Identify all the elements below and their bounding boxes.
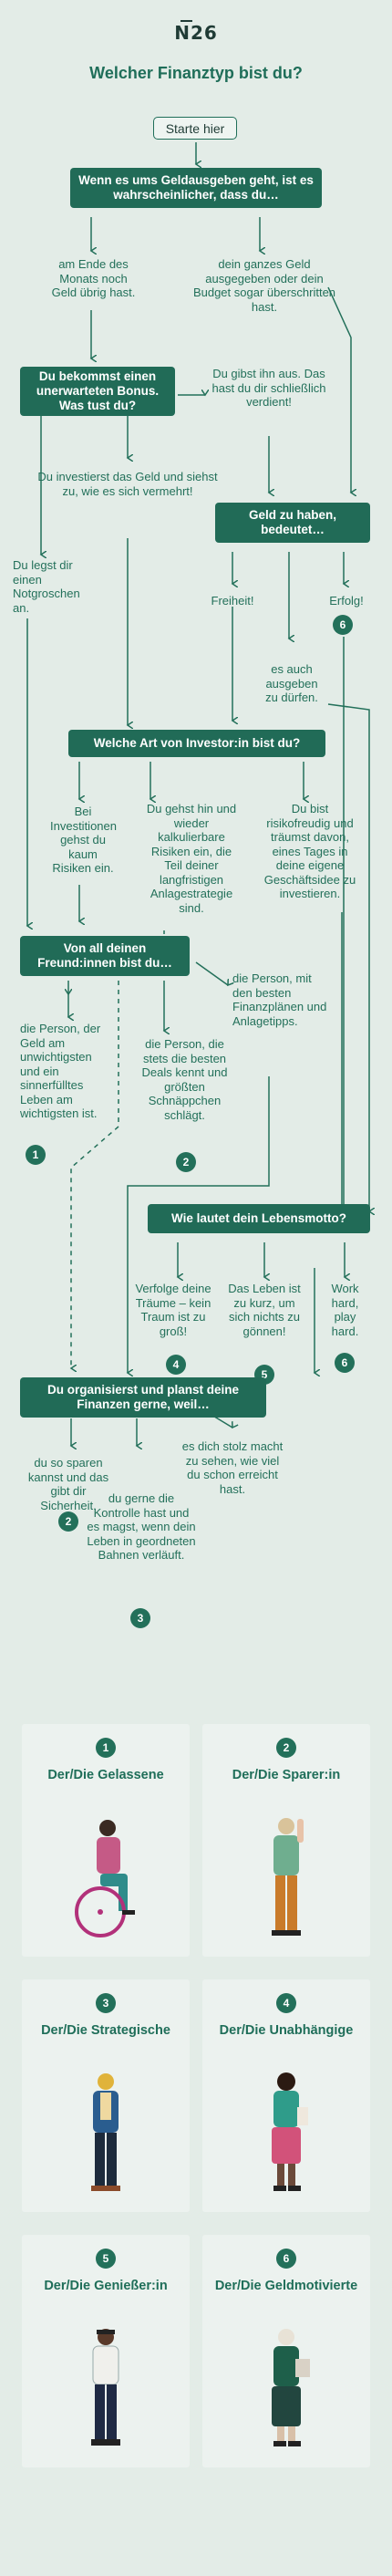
independent-person-illustration — [272, 2072, 308, 2191]
answer-work-hard[interactable]: Work hard, play hard. — [331, 1282, 359, 1338]
answer-security[interactable]: du so sparen kannst und das gibt dir Sic… — [27, 1456, 109, 1512]
result-badge-3: 3 — [130, 1608, 150, 1628]
page-title: Welcher Finanztyp bist du? — [89, 64, 303, 82]
n26-logo: N26 — [174, 22, 218, 44]
enjoyer-person-illustration — [91, 2329, 120, 2446]
answer-spend-bonus[interactable]: Du gibst ihn aus. Das hast du dir schlie… — [211, 367, 326, 409]
result-number: 1 — [96, 1738, 116, 1758]
flow-connectors — [0, 142, 392, 1459]
result-card-3[interactable]: 3 Der/Die Strategische — [22, 1979, 190, 2212]
question-spending-label: Wenn es ums Geldausgeben geht, ist es wa… — [78, 173, 314, 202]
result-number: 4 — [276, 1993, 296, 2013]
question-bonus[interactable]: Du bekommst einen unerwarteten Bonus. Wa… — [20, 367, 175, 416]
result-badge-1: 1 — [26, 1145, 46, 1165]
result-badge-2b: 2 — [58, 1511, 78, 1532]
question-money-means-label: Geld zu haben, bedeutet… — [248, 508, 336, 536]
answer-high-risk[interactable]: Du bist risikofreudig und träumst davon,… — [263, 802, 356, 900]
result-title: Der/Die Unabhängige — [219, 2023, 354, 2038]
question-investor-type[interactable]: Welche Art von Investor:in bist du? — [68, 730, 325, 757]
answer-best-deals[interactable]: die Person, die stets die besten Deals k… — [141, 1037, 228, 1122]
result-number: 3 — [96, 1993, 116, 2013]
result-card-4[interactable]: 4 Der/Die Unabhängige — [202, 1979, 370, 2212]
question-money-means[interactable]: Geld zu haben, bedeutet… — [215, 503, 370, 543]
result-card-2[interactable]: 2 Der/Die Sparer:in — [202, 1724, 370, 1957]
question-organize[interactable]: Du organisierst und planst deine Finanze… — [20, 1377, 266, 1418]
answer-invest-bonus[interactable]: Du investierst das Geld und siehst zu, w… — [37, 470, 218, 498]
result-number: 2 — [276, 1738, 296, 1758]
answer-save-bonus[interactable]: Du legst dir einen Notgroschen an. — [13, 558, 80, 615]
answer-money-spent[interactable]: dein ganzes Geld ausgegeben oder dein Bu… — [192, 257, 336, 314]
connector-q5-dashed — [71, 981, 119, 1368]
result-badge-2: 2 — [176, 1152, 196, 1172]
answer-life-short[interactable]: Das Leben ist zu kurz, um sich nichts zu… — [228, 1282, 301, 1338]
answer-calculated-risk[interactable]: Du gehst hin und wieder kalkulierbare Ri… — [146, 802, 237, 915]
answer-freedom[interactable]: Freiheit! — [211, 594, 254, 608]
connector-q5-a3 — [195, 961, 228, 985]
question-investor-type-label: Welche Art von Investor:in bist du? — [93, 736, 301, 750]
question-friends[interactable]: Von all deinen Freund:innen bist du… — [20, 936, 190, 976]
thumbs-up-person-illustration — [272, 1818, 304, 1936]
connector-lines — [27, 142, 369, 1446]
result-badge-6: 6 — [333, 615, 353, 635]
strategist-person-illustration — [91, 2073, 120, 2191]
result-card-5[interactable]: 5 Der/Die Genießer:in — [22, 2235, 190, 2467]
question-life-motto[interactable]: Wie lautet dein Lebensmotto? — [148, 1204, 370, 1233]
result-title: Der/Die Strategische — [41, 2023, 170, 2038]
question-friends-label: Von all deinen Freund:innen bist du… — [37, 941, 172, 970]
question-bonus-label: Du bekommst einen unerwarteten Bonus. Wa… — [36, 369, 160, 412]
answer-meaningful-life[interactable]: die Person, der Geld am unwichtigsten un… — [20, 1022, 101, 1120]
answer-money-left[interactable]: am Ende des Monats noch Geld übrig hast. — [51, 257, 136, 299]
connector-spend-q6 — [327, 703, 369, 1211]
logo-bar — [181, 20, 192, 22]
start-button[interactable]: Starte hier — [153, 117, 237, 140]
result-number: 6 — [276, 2249, 296, 2269]
answer-control[interactable]: du gerne die Kontrolle hast und es magst… — [87, 1491, 196, 1562]
result-title: Der/Die Genießer:in — [44, 2279, 168, 2293]
answer-success[interactable]: Erfolg! — [329, 594, 364, 608]
result-badge-4: 4 — [166, 1355, 186, 1375]
connector-a2-q3 — [327, 286, 351, 493]
connector-a3-q7 — [128, 1076, 270, 1373]
answer-best-plans[interactable]: die Person, mit den besten Finanzplänen … — [232, 971, 327, 1028]
answer-follow-dreams[interactable]: Verfolge deine Träume – kein Traum ist z… — [135, 1282, 211, 1338]
answer-spend-allowed[interactable]: es auch ausgeben zu dürfen. — [265, 662, 318, 704]
result-title: Der/Die Sparer:in — [232, 1768, 341, 1782]
answer-low-risk[interactable]: Bei Investitionen gehst du kaum Risiken … — [50, 805, 117, 875]
wheelchair-person-illustration — [75, 1820, 135, 1937]
result-card-6[interactable]: 6 Der/Die Geldmotivierte — [202, 2235, 370, 2467]
result-card-1[interactable]: 1 Der/Die Gelassene — [22, 1724, 190, 1957]
question-organize-label: Du organisierst und planst deine Finanze… — [46, 1383, 240, 1411]
result-number: 5 — [96, 2249, 116, 2269]
question-spending[interactable]: Wenn es ums Geldausgeben geht, ist es wa… — [70, 168, 322, 208]
money-motivated-person-illustration — [272, 2329, 310, 2446]
answer-pride[interactable]: es dich stolz macht zu sehen, wie viel d… — [181, 1439, 284, 1496]
result-title: Der/Die Gelassene — [47, 1768, 164, 1782]
question-life-motto-label: Wie lautet dein Lebensmotto? — [171, 1211, 346, 1225]
result-badge-6b: 6 — [335, 1353, 355, 1373]
result-title: Der/Die Geldmotivierte — [214, 2279, 358, 2293]
